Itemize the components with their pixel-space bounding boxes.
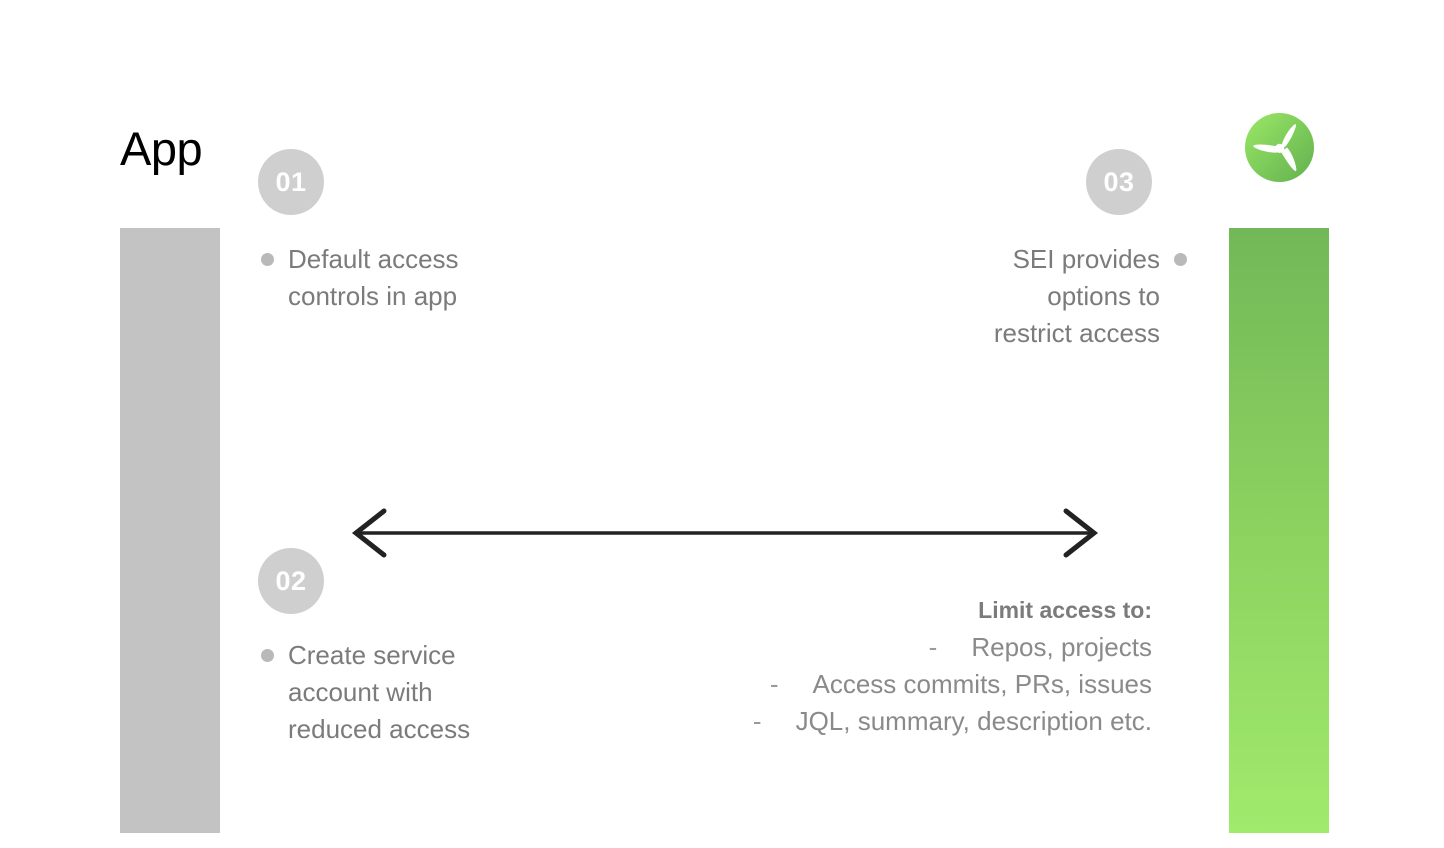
step-badge-02: 02 <box>258 548 324 614</box>
step-badge-03: 03 <box>1086 149 1152 215</box>
sei-propeller-logo <box>1245 113 1314 182</box>
list-dash-marker: - <box>928 632 938 662</box>
step-item-01: Default access controls in app <box>261 241 459 315</box>
limit-access-item: - Access commits, PRs, issues <box>532 666 1152 703</box>
bullet-dot-icon <box>1174 253 1187 266</box>
limit-access-item: - Repos, projects <box>532 629 1152 666</box>
list-dash-marker: - <box>752 706 762 736</box>
step-02-line-3: reduced access <box>288 714 471 744</box>
step-02-line-1: Create service <box>288 640 456 670</box>
step-01-line-1: Default access <box>288 244 459 274</box>
page-title: App <box>120 122 203 175</box>
step-badge-01: 01 <box>258 149 324 215</box>
step-03-label: SEI provides options to restrict access <box>994 241 1160 352</box>
app-column-bar <box>120 228 220 833</box>
bullet-dot-icon <box>261 649 274 662</box>
step-03-line-2: options to <box>1047 281 1160 311</box>
step-02-line-2: account with <box>288 677 433 707</box>
step-02-label: Create service account with reduced acce… <box>288 637 470 748</box>
step-01-label: Default access controls in app <box>288 241 459 315</box>
step-item-02: Create service account with reduced acce… <box>261 637 470 748</box>
limit-access-item: - JQL, summary, description etc. <box>532 703 1152 740</box>
list-dash-marker: - <box>769 669 779 699</box>
limit-access-item-text: Access commits, PRs, issues <box>812 669 1152 699</box>
limit-access-item-text: Repos, projects <box>971 632 1152 662</box>
bullet-dot-icon <box>261 253 274 266</box>
step-item-03: SEI provides options to restrict access <box>955 241 1187 352</box>
step-03-line-1: SEI provides <box>1012 244 1160 274</box>
step-03-line-3: restrict access <box>993 318 1160 348</box>
limit-access-item-text: JQL, summary, description etc. <box>795 706 1152 736</box>
limit-access-block: Limit access to: - Repos, projects - Acces… <box>532 594 1152 740</box>
bidirectional-arrow <box>350 505 1100 561</box>
sei-column-bar <box>1229 228 1329 833</box>
limit-access-heading: Limit access to: <box>978 597 1152 623</box>
step-01-line-2: controls in app <box>288 281 458 311</box>
